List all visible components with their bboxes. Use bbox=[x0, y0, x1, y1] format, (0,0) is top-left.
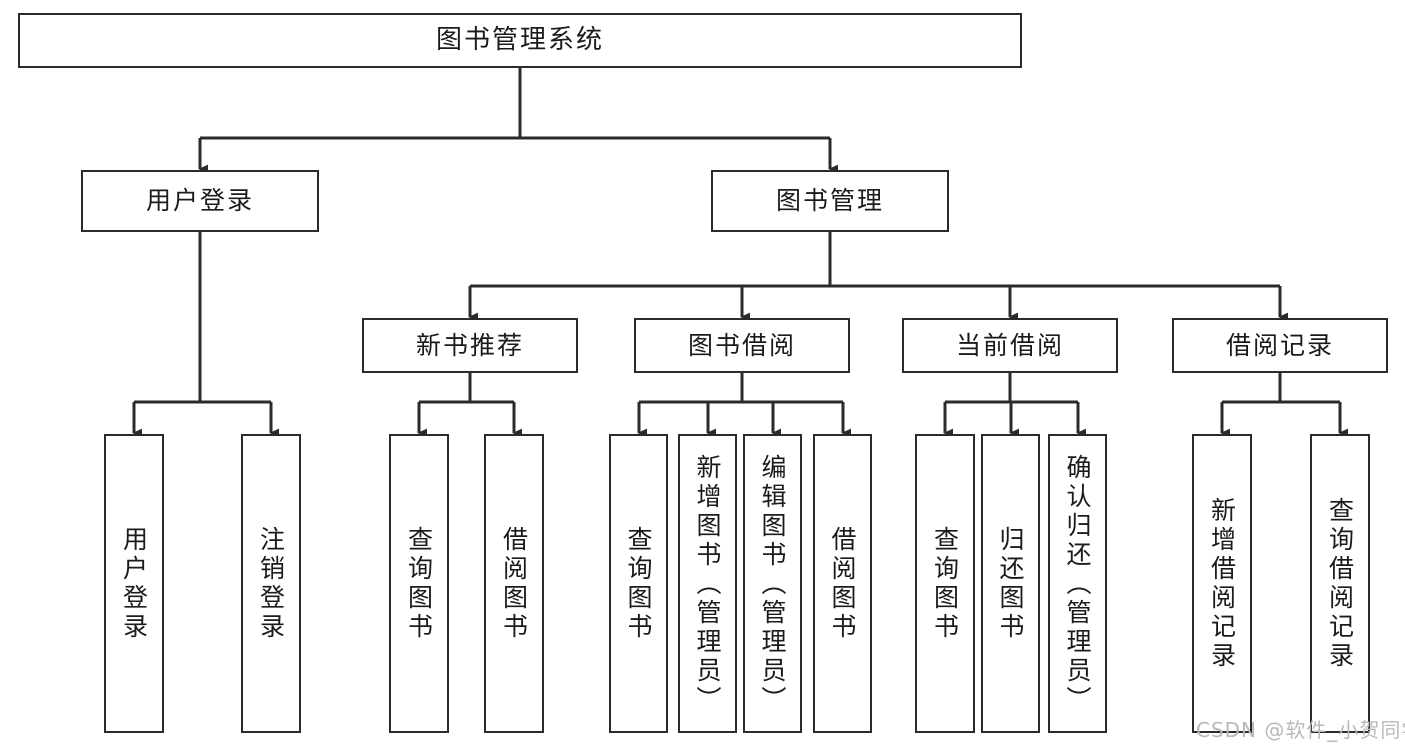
node-leaf-book-edit[interactable]: 编辑图书（管理员） bbox=[743, 434, 802, 733]
node-label: 注销登录 bbox=[256, 525, 286, 642]
node-label: 查询借阅记录 bbox=[1325, 496, 1355, 671]
node-root[interactable]: 图书管理系统 bbox=[18, 13, 1022, 68]
node-leaf-user-login[interactable]: 用户登录 bbox=[104, 434, 164, 733]
node-leaf-rec-query[interactable]: 查询图书 bbox=[389, 434, 449, 733]
node-book-manage[interactable]: 图书管理 bbox=[711, 170, 949, 232]
node-label: 图书借阅 bbox=[687, 330, 796, 360]
node-label: 查询图书 bbox=[404, 525, 434, 642]
node-leaf-cur-query[interactable]: 查询图书 bbox=[915, 434, 975, 733]
node-label: 查询图书 bbox=[624, 525, 653, 642]
node-user-login[interactable]: 用户登录 bbox=[81, 170, 319, 232]
node-label: 用户登录 bbox=[145, 186, 254, 216]
watermark-text: CSDN @软件_小贺同学 bbox=[1196, 718, 1405, 742]
node-leaf-rec-query-record[interactable]: 查询借阅记录 bbox=[1310, 434, 1370, 733]
node-label: 借阅记录 bbox=[1225, 330, 1334, 360]
node-label: 确认归还（管理员） bbox=[1063, 453, 1092, 715]
node-label: 借阅图书 bbox=[828, 525, 857, 642]
node-leaf-cur-return[interactable]: 归还图书 bbox=[981, 434, 1040, 733]
node-label: 新增图书（管理员） bbox=[693, 453, 722, 715]
node-label: 借阅图书 bbox=[499, 525, 529, 642]
node-leaf-borrow-query[interactable]: 查询图书 bbox=[609, 434, 668, 733]
node-label: 新书推荐 bbox=[415, 330, 524, 360]
node-leaf-book-add[interactable]: 新增图书（管理员） bbox=[678, 434, 737, 733]
node-book-borrow[interactable]: 图书借阅 bbox=[634, 318, 850, 373]
node-current-borrow[interactable]: 当前借阅 bbox=[902, 318, 1118, 373]
node-leaf-user-logout[interactable]: 注销登录 bbox=[241, 434, 301, 733]
node-leaf-book-borrow[interactable]: 借阅图书 bbox=[813, 434, 872, 733]
node-borrow-record[interactable]: 借阅记录 bbox=[1172, 318, 1388, 373]
node-label: 用户登录 bbox=[119, 525, 149, 642]
node-label: 归还图书 bbox=[996, 525, 1025, 642]
node-label: 新增借阅记录 bbox=[1207, 496, 1237, 671]
node-leaf-cur-confirm[interactable]: 确认归还（管理员） bbox=[1048, 434, 1107, 733]
node-label: 图书管理系统 bbox=[435, 25, 604, 56]
node-label: 当前借阅 bbox=[955, 330, 1064, 360]
node-label: 编辑图书（管理员） bbox=[758, 453, 787, 715]
node-label: 查询图书 bbox=[930, 525, 960, 642]
node-leaf-rec-add[interactable]: 新增借阅记录 bbox=[1192, 434, 1252, 733]
edges-group bbox=[132, 68, 1348, 438]
node-label: 图书管理 bbox=[775, 186, 884, 216]
node-new-book-rec[interactable]: 新书推荐 bbox=[362, 318, 578, 373]
node-leaf-rec-borrow[interactable]: 借阅图书 bbox=[484, 434, 544, 733]
